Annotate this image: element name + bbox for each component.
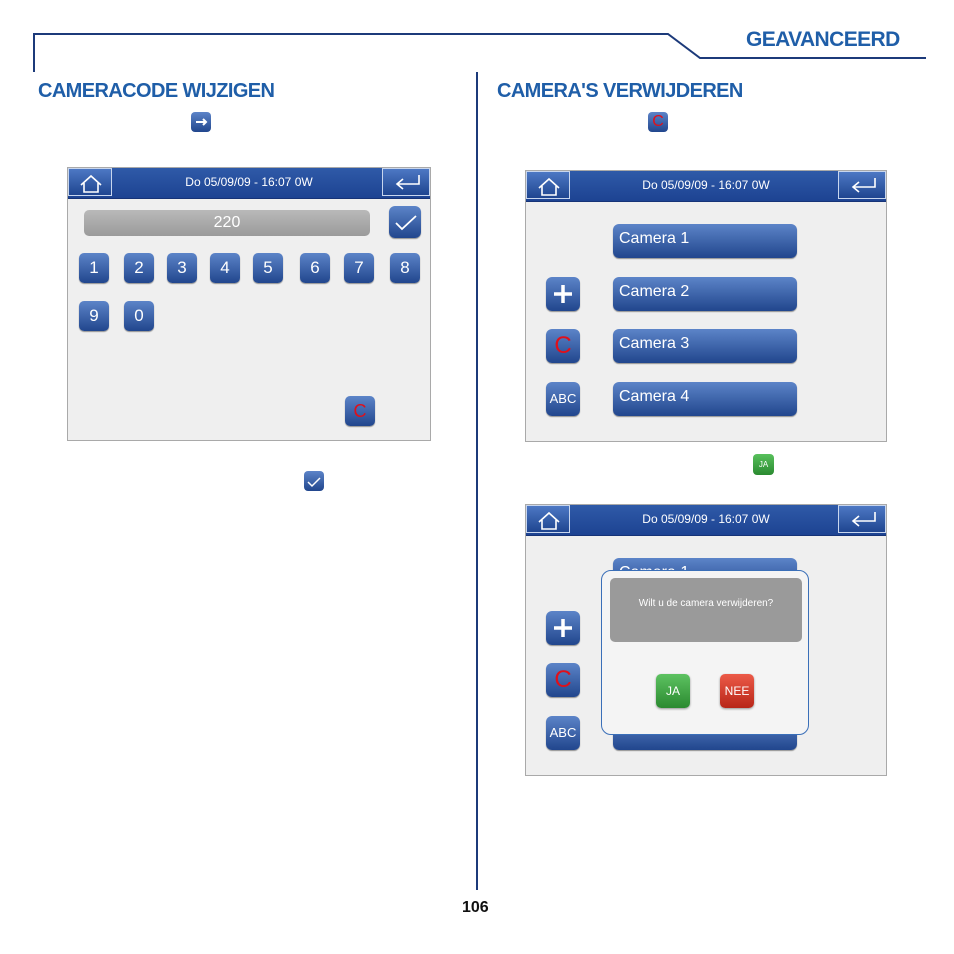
clear-button[interactable]: C	[546, 663, 580, 697]
code-display: 220	[84, 210, 370, 236]
header-title: GEAVANCEERD	[746, 28, 900, 51]
plus-icon	[554, 619, 572, 637]
datetime-label: Do 05/09/09 - 16:07 0W	[642, 512, 770, 526]
clear-button[interactable]: C	[546, 329, 580, 363]
ja-icon-label: JA	[758, 460, 769, 469]
screen-camera-list: Do 05/09/09 - 16:07 0W Camera 1 Camera 2…	[525, 170, 887, 442]
add-button[interactable]	[546, 277, 580, 311]
abc-button[interactable]: ABC	[546, 716, 580, 750]
clear-icon: C	[648, 112, 668, 132]
screen-topbar: Do 05/09/09 - 16:07 0W	[68, 168, 430, 199]
confirm-dialog: Wilt u de camera verwijderen? JA NEE	[601, 570, 809, 735]
dialog-message: Wilt u de camera verwijderen?	[638, 598, 774, 609]
key-8[interactable]: 8	[390, 253, 420, 283]
section-title-camera-delete: CAMERA'S VERWIJDEREN	[497, 80, 743, 102]
screen-topbar: Do 05/09/09 - 16:07 0W	[526, 505, 886, 536]
camera-item-3[interactable]: Camera 3	[613, 329, 797, 363]
back-button[interactable]	[382, 168, 430, 196]
key-5[interactable]: 5	[253, 253, 283, 283]
key-1[interactable]: 1	[79, 253, 109, 283]
wrench-icon	[191, 112, 211, 132]
add-button[interactable]	[546, 611, 580, 645]
dialog-message-box: Wilt u de camera verwijderen?	[610, 578, 802, 642]
home-button[interactable]	[68, 168, 112, 196]
page-number: 106	[462, 899, 489, 916]
screen-topbar: Do 05/09/09 - 16:07 0W	[526, 171, 886, 202]
plus-icon	[554, 285, 572, 303]
ja-icon: JA	[753, 454, 774, 475]
camera-item-2[interactable]: Camera 2	[613, 277, 797, 311]
yes-button[interactable]: JA	[656, 674, 690, 708]
back-button[interactable]	[838, 171, 886, 199]
key-2[interactable]: 2	[124, 253, 154, 283]
check-icon	[304, 471, 324, 491]
confirm-button[interactable]	[389, 206, 421, 238]
clear-button[interactable]: C	[345, 396, 375, 426]
header-frame-line	[33, 33, 926, 72]
screen-delete-confirm: Do 05/09/09 - 16:07 0W Camera 1 Camera 4…	[525, 504, 887, 776]
no-button[interactable]: NEE	[720, 674, 754, 708]
screen-cameracode: Do 05/09/09 - 16:07 0W 220 1 2 3 4 5 6 7…	[67, 167, 431, 441]
back-button[interactable]	[838, 505, 886, 533]
key-4[interactable]: 4	[210, 253, 240, 283]
key-9[interactable]: 9	[79, 301, 109, 331]
home-button[interactable]	[526, 505, 570, 533]
key-6[interactable]: 6	[300, 253, 330, 283]
column-divider	[476, 72, 478, 890]
key-0[interactable]: 0	[124, 301, 154, 331]
section-title-cameracode: CAMERACODE WIJZIGEN	[38, 80, 275, 102]
camera-item-1[interactable]: Camera 1	[613, 224, 797, 258]
datetime-label: Do 05/09/09 - 16:07 0W	[185, 175, 313, 189]
check-icon	[395, 215, 417, 231]
datetime-label: Do 05/09/09 - 16:07 0W	[642, 178, 770, 192]
abc-button[interactable]: ABC	[546, 382, 580, 416]
key-3[interactable]: 3	[167, 253, 197, 283]
code-value: 220	[213, 214, 241, 231]
home-button[interactable]	[526, 171, 570, 199]
key-7[interactable]: 7	[344, 253, 374, 283]
camera-item-4[interactable]: Camera 4	[613, 382, 797, 416]
